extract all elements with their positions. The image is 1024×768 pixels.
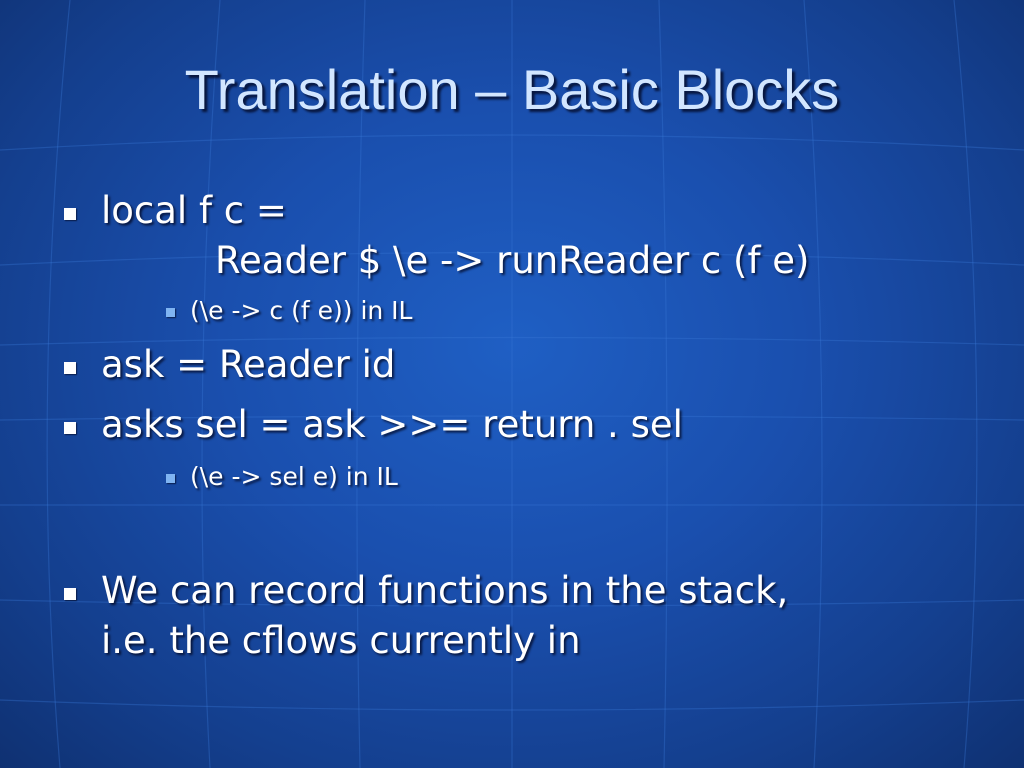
- bullet-line: local f c =: [101, 189, 287, 232]
- bullet-line: Reader $ \e -> runReader c (f e): [215, 239, 810, 282]
- bullet-ask-definition: ask = Reader id: [101, 340, 395, 390]
- sub-bullet-asks-il: (\e -> sel e) in IL: [190, 462, 398, 492]
- bullet-marker: [64, 362, 76, 374]
- bullet-marker: [64, 208, 76, 220]
- bullet-line: (\e -> c (f e)) in IL: [190, 296, 413, 325]
- bullet-line: ask = Reader id: [101, 343, 396, 386]
- bullet-line: asks sel = ask >>= return . sel: [101, 403, 683, 446]
- sub-bullet-local-il: (\e -> c (f e)) in IL: [190, 296, 413, 326]
- bullet-marker: [64, 588, 76, 600]
- bullet-record-functions: We can record functions in the stack, i.…: [101, 566, 788, 666]
- slide-title: Translation – Basic Blocks: [184, 58, 840, 121]
- sub-bullet-marker: [166, 308, 175, 317]
- bullet-line: We can record functions in the stack,: [101, 569, 789, 612]
- bullet-local-definition: local f c = Reader $ \e -> runReader c (…: [101, 186, 809, 286]
- bullet-asks-definition: asks sel = ask >>= return . sel: [101, 400, 683, 450]
- bullet-line: (\e -> sel e) in IL: [190, 462, 398, 491]
- bullet-marker: [64, 422, 76, 434]
- sub-bullet-marker: [166, 474, 175, 483]
- bullet-line: i.e. the cflows currently in: [101, 619, 581, 662]
